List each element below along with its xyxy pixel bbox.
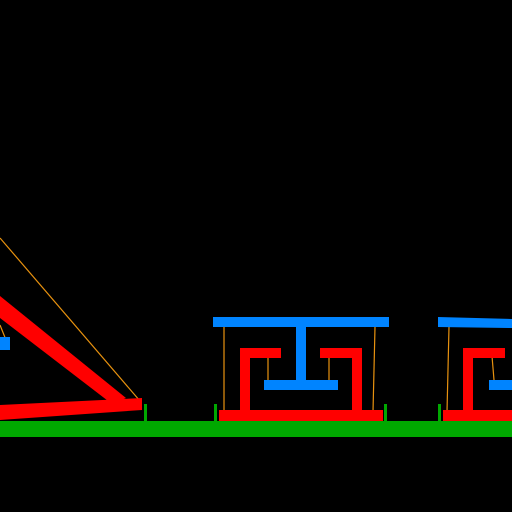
- blue-beam: [213, 317, 389, 327]
- ground: [0, 421, 512, 437]
- frame-structure: [213, 317, 389, 422]
- rope: [372, 326, 376, 413]
- red-beam: [0, 398, 142, 420]
- red-beam: [352, 348, 362, 414]
- red-beam: [240, 348, 250, 414]
- rope: [0, 237, 141, 402]
- rope: [446, 326, 450, 413]
- stake: [384, 404, 387, 422]
- blue-beam: [264, 380, 338, 390]
- stake: [438, 404, 441, 422]
- red-beam: [240, 348, 281, 358]
- stake: [144, 404, 147, 422]
- red-beam: [443, 410, 512, 421]
- red-beam: [320, 348, 362, 358]
- red-beam: [219, 410, 383, 421]
- blue-beam: [489, 380, 512, 390]
- stake: [214, 404, 217, 422]
- red-beam: [463, 348, 505, 358]
- red-beam: [0, 296, 126, 404]
- red-beam: [463, 348, 473, 414]
- rope: [491, 355, 495, 381]
- ramp-structure: [0, 237, 147, 422]
- blue-beam: [296, 327, 306, 382]
- blue-block: [0, 337, 10, 350]
- frame-structure: [438, 317, 512, 422]
- blue-beam: [438, 317, 512, 328]
